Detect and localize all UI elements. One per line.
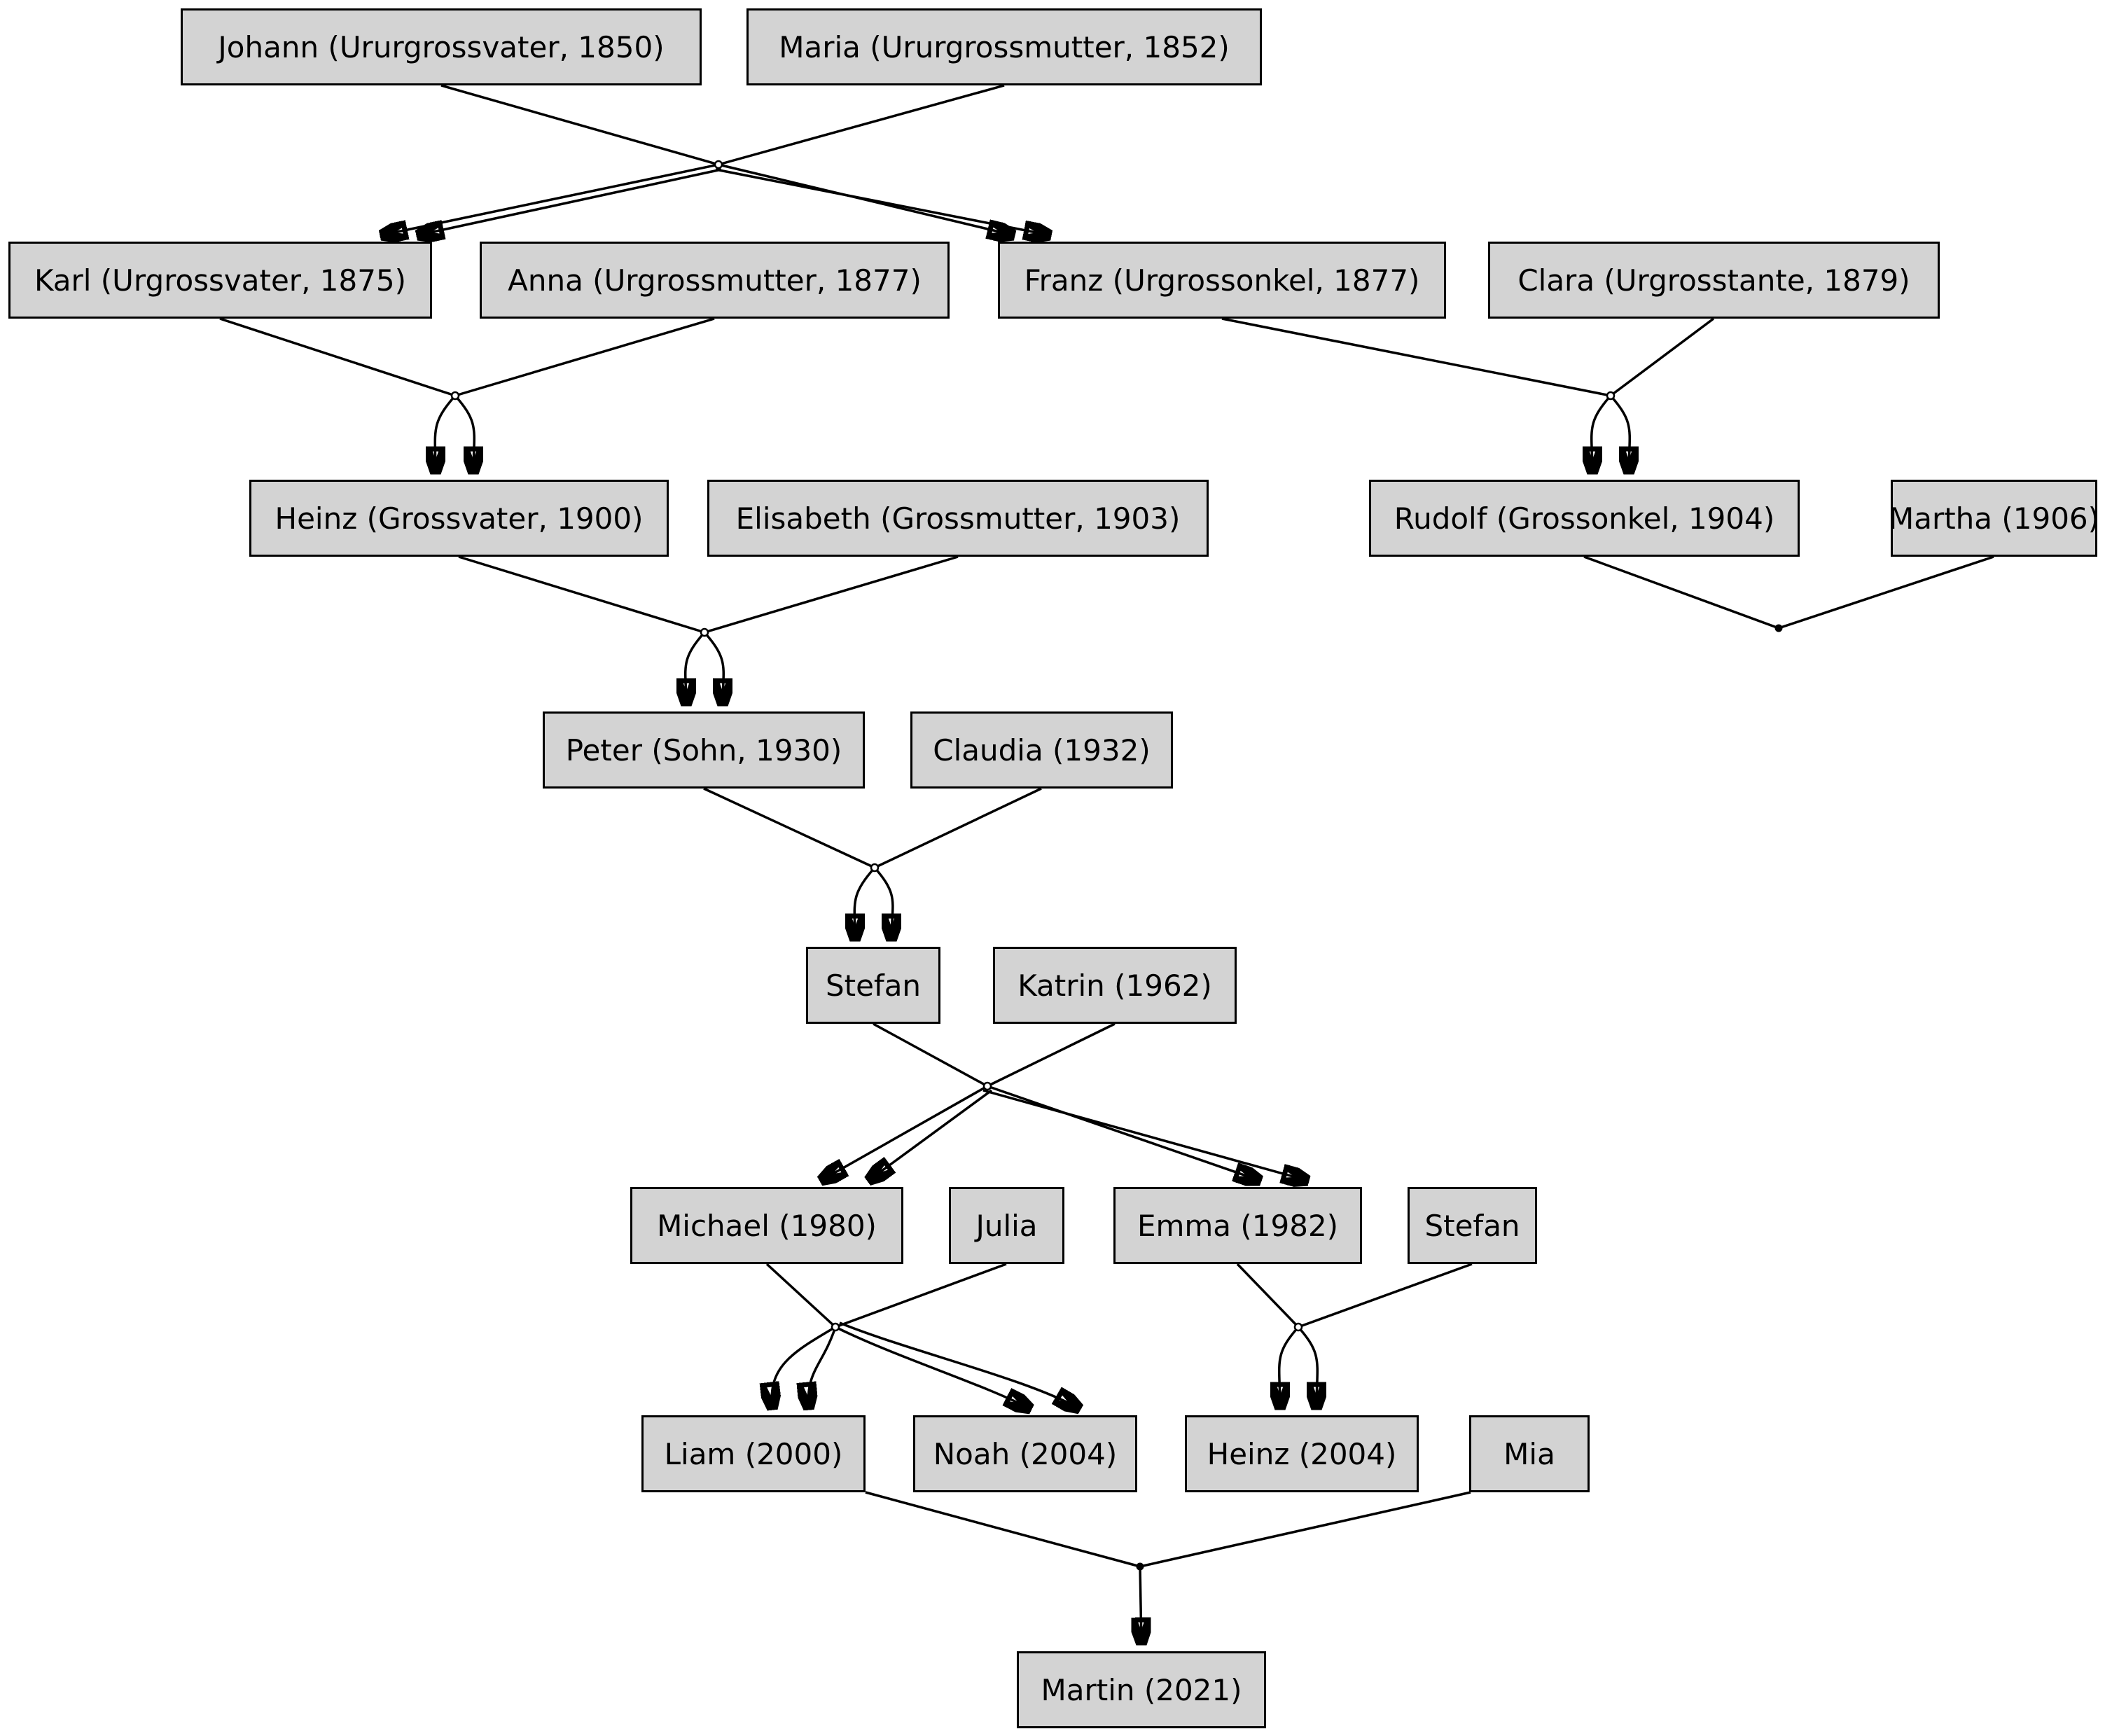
arrow-junction-heinz-2	[454, 394, 474, 473]
person-node-claudia: Claudia (1932)	[910, 711, 1173, 789]
person-node-emma: Emma (1982)	[1113, 1187, 1362, 1264]
arrow-junction-karl-2	[417, 168, 722, 235]
edge-heinz-junction	[458, 555, 705, 634]
person-node-martin: Martin (2021)	[1017, 1651, 1266, 1728]
edge-clara-junction	[1609, 317, 1715, 397]
edge-michael-junction	[765, 1263, 837, 1328]
edge-maria-junction	[718, 84, 1005, 166]
edge-karl-junction	[219, 317, 456, 397]
edge-stefan2-junction	[1298, 1263, 1473, 1328]
person-node-liam: Liam (2000)	[641, 1415, 866, 1492]
junction-heinz-elisabeth	[700, 627, 709, 637]
arrow-junction-stefan-2	[873, 866, 893, 940]
edge-julia-junction	[835, 1263, 1007, 1328]
person-node-elisabeth: Elisabeth (Grossmutter, 1903)	[707, 480, 1209, 557]
person-node-michael: Michael (1980)	[630, 1187, 903, 1264]
person-node-peter: Peter (Sohn, 1930)	[543, 711, 865, 789]
person-node-maria: Maria (Ururgrossmutter, 1852)	[746, 8, 1262, 85]
edge-katrin-junction	[987, 1022, 1116, 1088]
arrow-junction-rudolf-2	[1609, 394, 1630, 473]
person-node-heinz-2004: Heinz (2004)	[1185, 1415, 1419, 1492]
edge-stefan-junction	[873, 1022, 988, 1088]
arrow-junction-noah-1	[835, 1326, 1031, 1409]
edge-rudolf-junction	[1583, 555, 1779, 630]
person-node-clara: Clara (Urgrosstante, 1879)	[1488, 242, 1940, 319]
person-node-katrin: Katrin (1962)	[993, 947, 1237, 1024]
edge-johann-junction	[440, 84, 719, 166]
arrow-junction-emma-2	[982, 1089, 1308, 1181]
edge-anna-junction	[454, 317, 715, 397]
edge-emma-junction	[1236, 1263, 1300, 1328]
edge-claudia-junction	[874, 787, 1042, 869]
junction-franz-clara	[1606, 391, 1616, 401]
person-node-heinz: Heinz (Grossvater, 1900)	[249, 480, 669, 557]
arrow-junction-heinz2-2	[1297, 1326, 1317, 1409]
arrow-junction-heinz2-1	[1279, 1326, 1300, 1409]
arrow-junction-franz-2	[715, 168, 1050, 235]
person-node-stefan-jr: Stefan	[1408, 1187, 1537, 1264]
junction-johann-maria	[714, 160, 723, 169]
edge-franz-junction	[1221, 317, 1611, 397]
arrow-junction-noah-2	[839, 1321, 1080, 1409]
edge-martha-junction	[1778, 555, 1994, 630]
arrow-junction-karl-1	[381, 163, 719, 235]
person-node-franz: Franz (Urgrossonkel, 1877)	[998, 242, 1446, 319]
person-node-rudolf: Rudolf (Grossonkel, 1904)	[1369, 480, 1800, 557]
edge-elisabeth-junction	[704, 555, 959, 634]
person-node-martha: Martha (1906)	[1889, 480, 2099, 557]
person-node-johann: Johann (Ururgrossvater, 1850)	[181, 8, 702, 85]
person-node-mia: Mia	[1469, 1415, 1590, 1492]
arrow-junction-liam-1	[772, 1326, 836, 1409]
arrow-junction-michael-2	[868, 1089, 993, 1181]
arrow-junction-heinz-1	[435, 394, 457, 473]
junction-michael-julia	[831, 1322, 840, 1332]
arrow-junction-stefan-1	[854, 866, 876, 940]
edge-liam-junction	[865, 1491, 1141, 1568]
arrow-junction-liam-2	[808, 1326, 837, 1409]
person-node-noah: Noah (2004)	[913, 1415, 1137, 1492]
junction-liam-mia	[1136, 1562, 1144, 1571]
junction-peter-claudia	[870, 863, 880, 873]
edge-peter-junction	[703, 787, 875, 869]
arrow-junction-martin	[1140, 1566, 1141, 1644]
person-node-stefan: Stefan	[806, 947, 940, 1024]
junction-karl-anna	[450, 391, 460, 401]
arrow-junction-peter-2	[703, 631, 723, 705]
edge-mia-junction	[1139, 1491, 1471, 1568]
junction-stefan-katrin	[982, 1081, 992, 1091]
arrow-junction-peter-1	[686, 631, 706, 705]
person-node-anna: Anna (Urgrossmutter, 1877)	[480, 242, 950, 319]
arrow-junction-michael-1	[821, 1085, 988, 1181]
junction-rudolf-martha	[1774, 624, 1783, 632]
person-node-karl: Karl (Urgrossvater, 1875)	[8, 242, 432, 319]
arrow-junction-emma-1	[987, 1085, 1260, 1181]
junction-emma-stefan	[1293, 1322, 1303, 1332]
person-node-julia: Julia	[949, 1187, 1064, 1264]
arrow-junction-rudolf-1	[1592, 394, 1612, 473]
